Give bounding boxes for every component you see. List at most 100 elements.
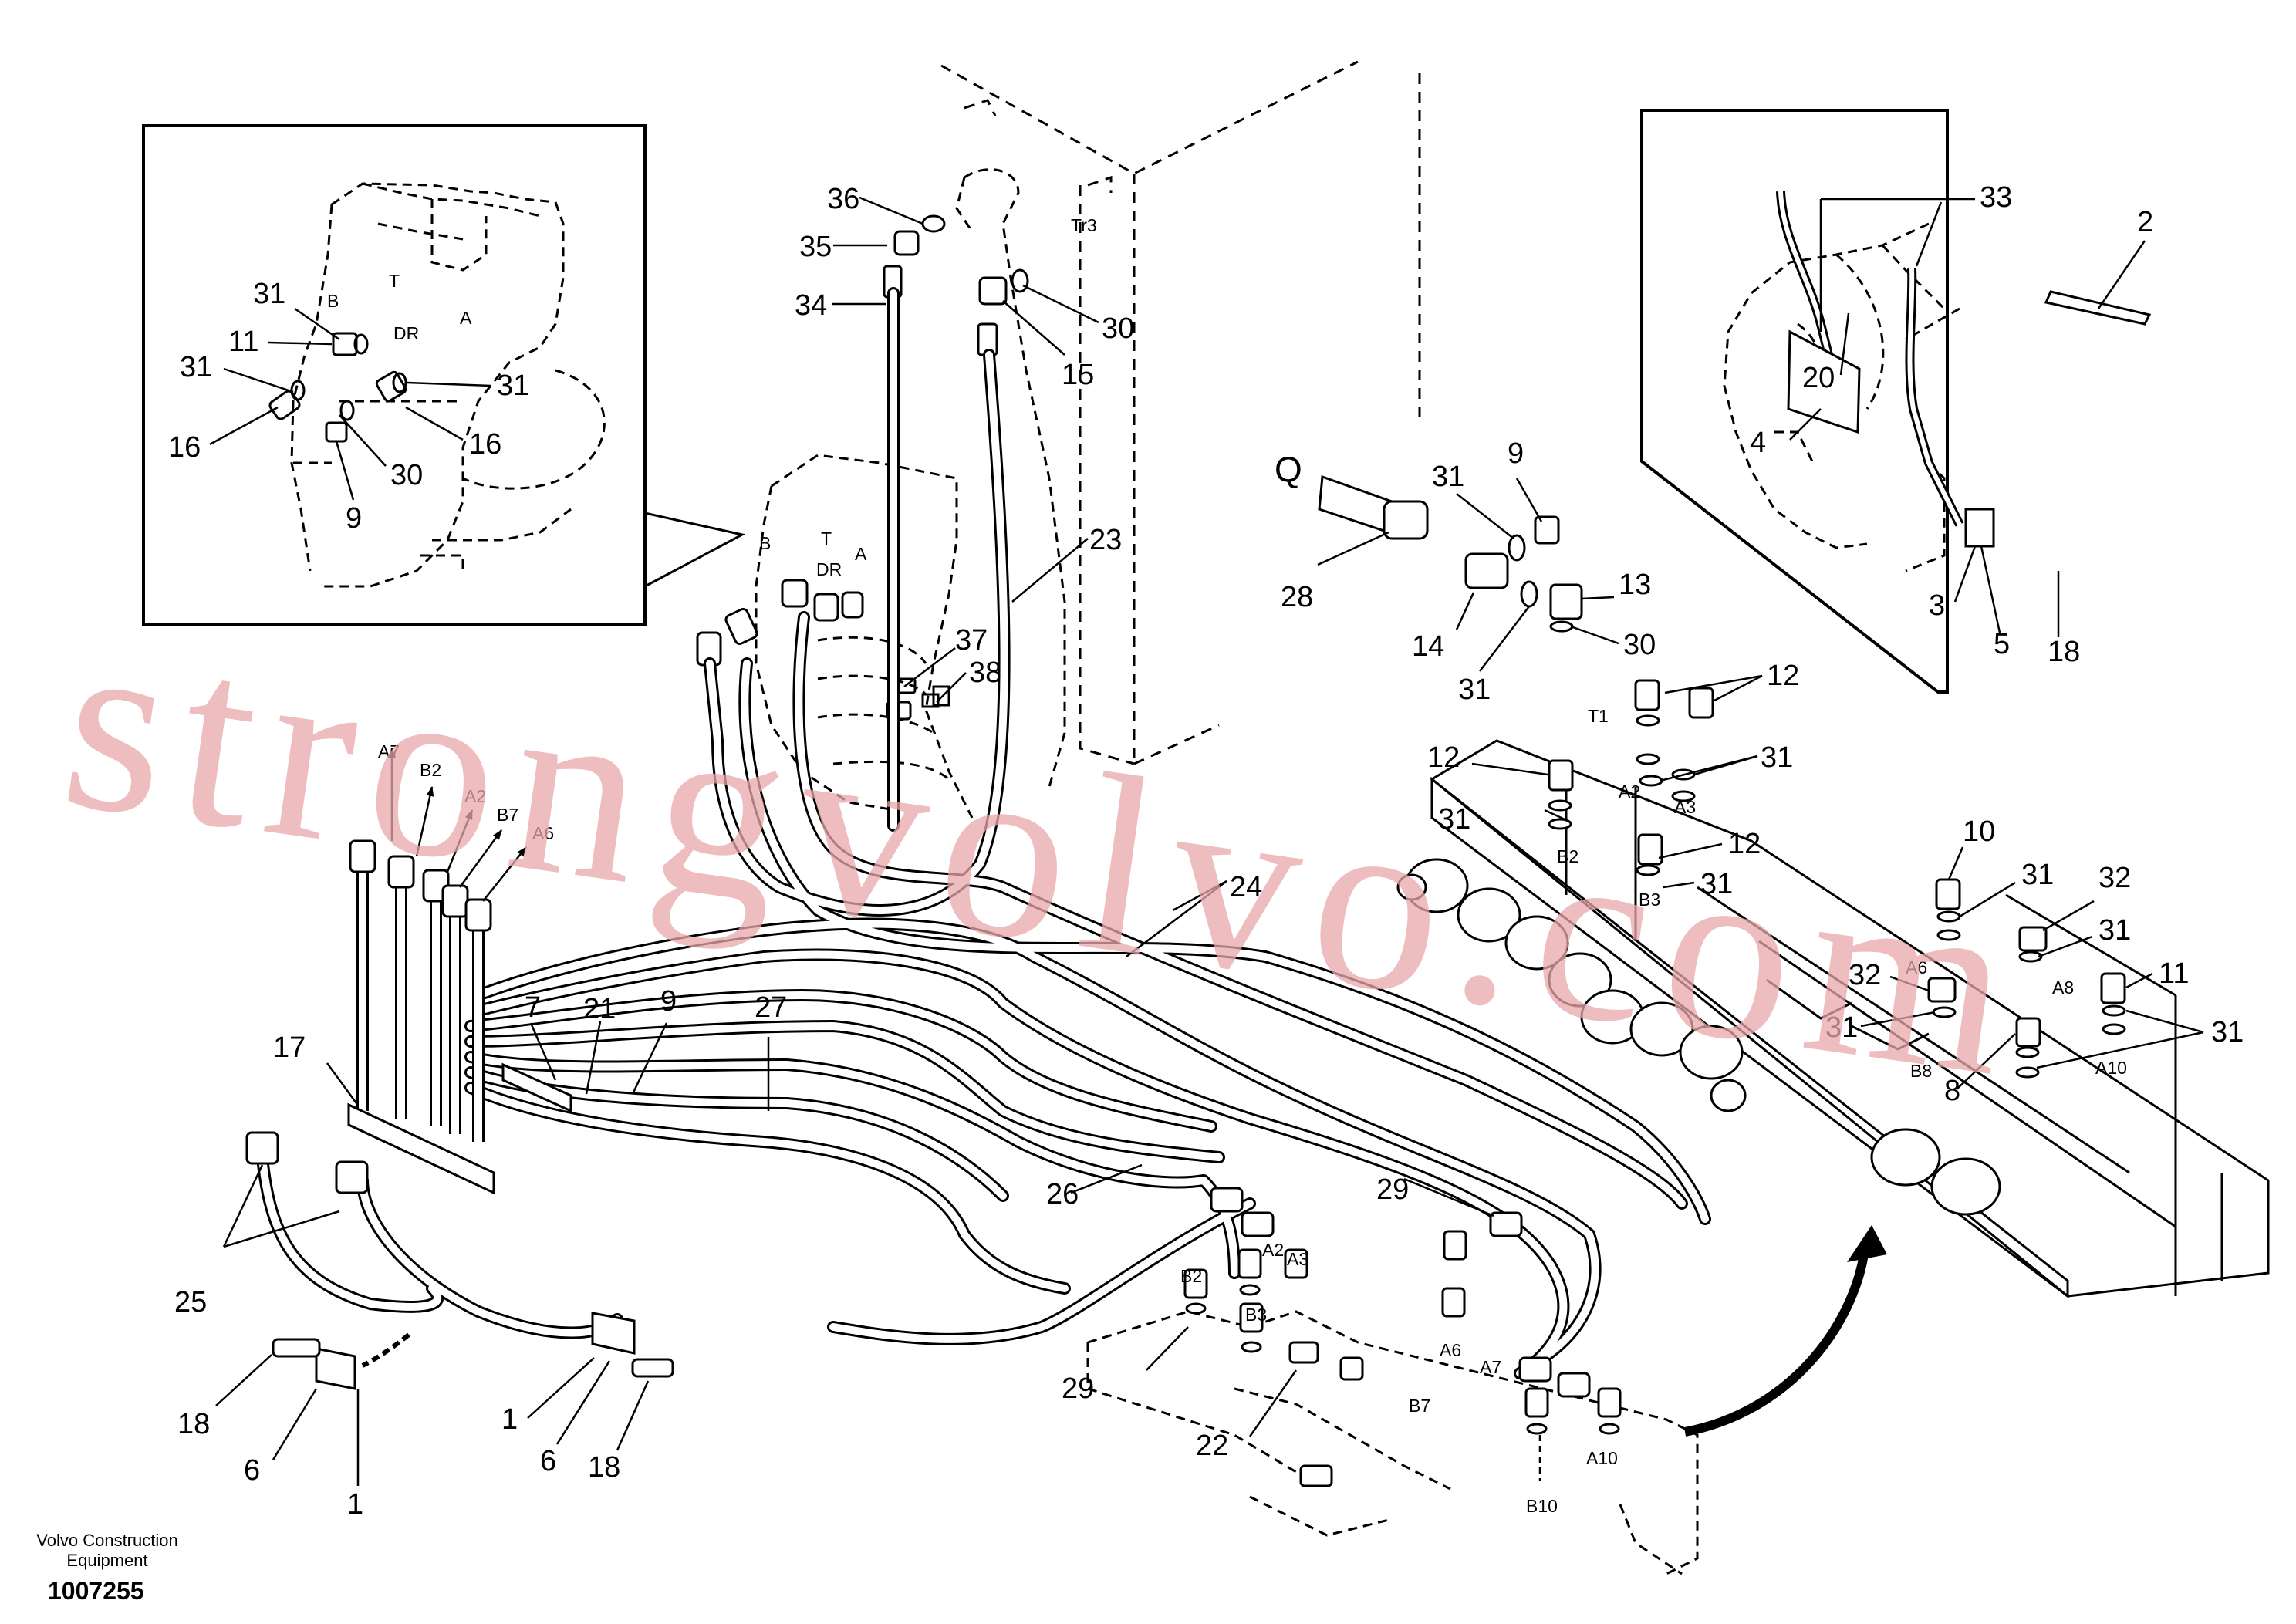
callout-25: 25 bbox=[174, 1286, 207, 1318]
watermark: strongvolvo.com bbox=[49, 578, 2042, 1132]
callout-29: 29 bbox=[1062, 1372, 1094, 1405]
port-label-B8: B8 bbox=[1910, 1061, 1932, 1081]
callout-2: 2 bbox=[2137, 206, 2153, 238]
callout-13: 13 bbox=[1619, 569, 1651, 601]
callout-4: 4 bbox=[1750, 427, 1766, 459]
company-line-1: Volvo Construction bbox=[36, 1531, 178, 1550]
callout-32: 32 bbox=[2098, 862, 2131, 894]
port-label-A3: A3 bbox=[1674, 797, 1696, 817]
callout-1: 1 bbox=[347, 1488, 363, 1521]
port-label-B: B bbox=[327, 291, 339, 311]
callout-30: 30 bbox=[1623, 629, 1656, 661]
callout-1: 1 bbox=[501, 1403, 518, 1436]
callout-31: 31 bbox=[1761, 741, 1793, 774]
callout-18: 18 bbox=[588, 1451, 620, 1484]
inset-pilot-hose: 33 2 20 4 3 5 18 bbox=[1640, 109, 2153, 694]
callout-9: 9 bbox=[346, 502, 362, 535]
leader-lines bbox=[215, 196, 2204, 1486]
clamps bbox=[272, 1338, 674, 1378]
callout-10: 10 bbox=[1963, 815, 1995, 848]
callout-35: 35 bbox=[799, 231, 832, 263]
port-label-A: A bbox=[460, 308, 472, 328]
callout-28: 28 bbox=[1281, 581, 1313, 613]
port-label-B3: B3 bbox=[1639, 890, 1660, 910]
callout-34: 34 bbox=[795, 289, 827, 322]
callout-11: 11 bbox=[2159, 957, 2189, 990]
callout-37: 37 bbox=[955, 624, 988, 657]
callout-31: 31 bbox=[180, 351, 212, 383]
callout-31: 31 bbox=[2021, 859, 2054, 891]
port-label-B2: B2 bbox=[420, 760, 441, 780]
callout-7: 7 bbox=[525, 991, 541, 1024]
callout-31: 31 bbox=[1438, 803, 1470, 836]
callout-12: 12 bbox=[1427, 741, 1460, 774]
callout-29: 29 bbox=[1376, 1173, 1409, 1206]
port-label-T: T bbox=[389, 271, 400, 291]
port-label-B10: B10 bbox=[1526, 1496, 1558, 1516]
callout-26: 26 bbox=[1046, 1178, 1079, 1210]
port-label-A8: A8 bbox=[2052, 977, 2074, 998]
callout-9: 9 bbox=[1508, 437, 1524, 470]
port-label-B: B bbox=[759, 533, 771, 553]
callout-6: 6 bbox=[540, 1445, 556, 1477]
drawing-number: 1007255 bbox=[48, 1577, 144, 1605]
port-label-A2: A2 bbox=[464, 786, 486, 806]
lower-frame bbox=[1086, 1310, 1699, 1575]
swing-motor-center bbox=[755, 168, 1066, 819]
callout-31: 31 bbox=[2098, 914, 2131, 947]
callout-21: 21 bbox=[583, 993, 616, 1025]
callout-30: 30 bbox=[390, 459, 423, 491]
callout-24: 24 bbox=[1230, 871, 1262, 903]
callout-18: 18 bbox=[2048, 636, 2080, 668]
callout-27: 27 bbox=[755, 991, 787, 1024]
callout-31: 31 bbox=[1700, 868, 1733, 900]
port-label-A6: A6 bbox=[1906, 957, 1927, 977]
inset-swing-motor: 31 11 31 16 30 9 31 16 B T DR A bbox=[142, 124, 746, 626]
port-label-T: T bbox=[821, 528, 832, 549]
callout-5: 5 bbox=[1994, 628, 2010, 660]
callout-20: 20 bbox=[1802, 362, 1835, 394]
callout-14: 14 bbox=[1412, 630, 1444, 663]
port-label-Tr3: Tr3 bbox=[1071, 215, 1097, 235]
control-valve: T1 A2 A3 B2 B3 A6 A8 B8 A10 bbox=[1396, 679, 2270, 1299]
footer-company: Volvo Construction Equipment bbox=[26, 1531, 188, 1571]
port-label-T1: T1 bbox=[1588, 706, 1609, 726]
reference-arrow-head bbox=[1847, 1225, 1887, 1262]
callout-33: 33 bbox=[1980, 181, 2012, 214]
port-label-B7: B7 bbox=[1409, 1396, 1430, 1416]
callout-Q: Q bbox=[1275, 449, 1302, 489]
callout-31: 31 bbox=[497, 370, 529, 402]
port-label-B2: B2 bbox=[1180, 1266, 1202, 1286]
pipe-bundle: A7 B2 A2 B7 A6 bbox=[245, 741, 636, 1390]
reference-arrow bbox=[1683, 1253, 1869, 1437]
upper-frame bbox=[940, 60, 1421, 765]
port-label-B3: B3 bbox=[1245, 1305, 1267, 1325]
callout-8: 8 bbox=[1944, 1075, 1960, 1107]
callout-22: 22 bbox=[1196, 1430, 1228, 1462]
lower-fittings bbox=[1183, 1187, 1622, 1487]
callouts-main: 36 35 34 30 15 23 37 38 24 27 7 21 9 17 … bbox=[174, 183, 2244, 1521]
port-label-A2: A2 bbox=[1619, 782, 1640, 802]
port-label-A7: A7 bbox=[1480, 1357, 1501, 1377]
port-label-A2: A2 bbox=[1262, 1240, 1284, 1260]
callout-38: 38 bbox=[969, 657, 1001, 689]
return-line-parts bbox=[1318, 474, 1583, 633]
port-label-B2: B2 bbox=[1557, 846, 1578, 866]
callout-12: 12 bbox=[1767, 660, 1799, 692]
callout-18: 18 bbox=[177, 1408, 210, 1440]
callout-16: 16 bbox=[168, 431, 201, 464]
callout-31: 31 bbox=[1825, 1011, 1858, 1044]
callout-31: 31 bbox=[2211, 1016, 2244, 1048]
callout-3: 3 bbox=[1929, 589, 1945, 622]
company-line-2: Equipment bbox=[66, 1551, 148, 1570]
callout-32: 32 bbox=[1849, 959, 1881, 991]
port-label-A10: A10 bbox=[2095, 1058, 2127, 1078]
callout-6: 6 bbox=[244, 1454, 260, 1487]
callout-9: 9 bbox=[660, 985, 677, 1018]
callout-17: 17 bbox=[273, 1031, 306, 1064]
callout-31: 31 bbox=[1432, 461, 1464, 493]
callout-12: 12 bbox=[1728, 828, 1761, 860]
callout-31: 31 bbox=[1458, 674, 1491, 706]
